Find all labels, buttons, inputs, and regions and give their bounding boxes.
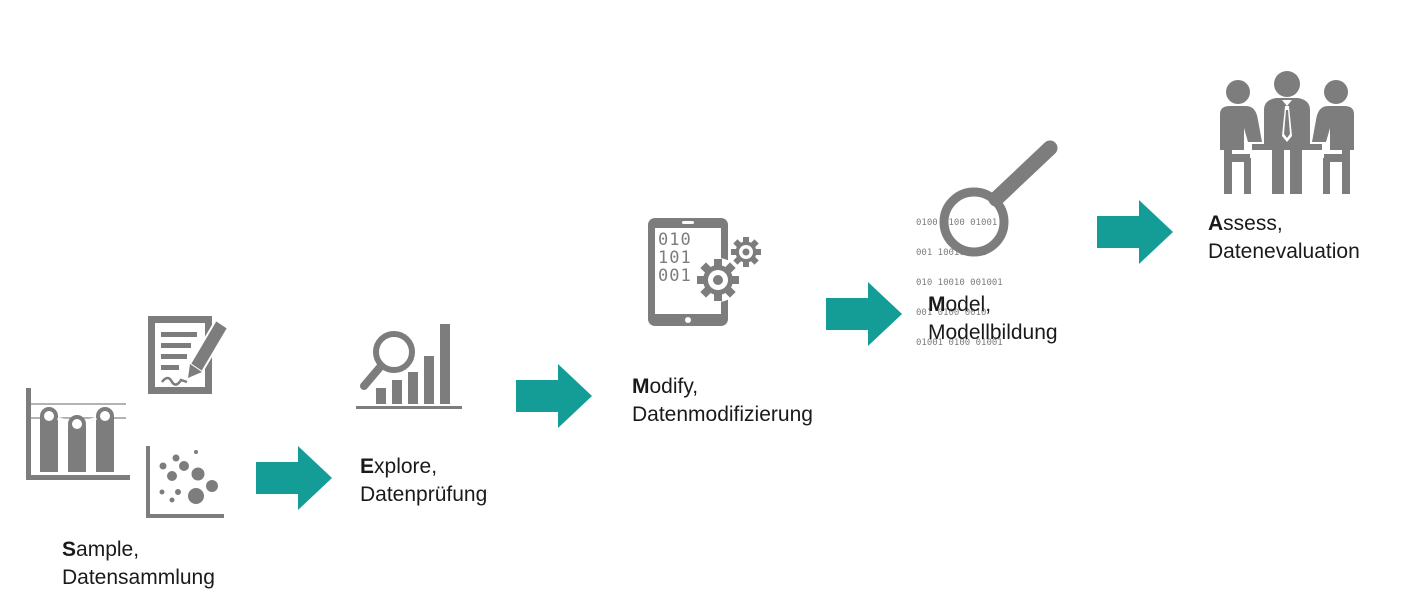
explore-label: Explore, Datenprüfung xyxy=(360,453,487,509)
tablet-digit-row: 001 xyxy=(658,266,692,286)
modify-label: Modify, Datenmodifizierung xyxy=(632,373,813,429)
tablet-binary-gears-icon: 010 101 001 xyxy=(646,216,766,330)
assess-title: Assess, xyxy=(1208,212,1283,235)
explore-subtitle: Datenprüfung xyxy=(360,483,488,506)
assess-subtitle: Datenevaluation xyxy=(1208,240,1360,263)
magnifier-chart-icon xyxy=(356,324,462,409)
model-title: Model, xyxy=(928,293,992,316)
binary-row: 0100 0100 01001 xyxy=(916,218,998,228)
binary-row: 01001 0100 01001 xyxy=(916,338,1003,348)
tablet-digit-row: 010 xyxy=(658,230,692,250)
assess-label: Assess, Datenevaluation xyxy=(1208,210,1360,266)
arrow-model-assess xyxy=(1097,200,1173,264)
meeting-people-icon xyxy=(1220,71,1354,194)
scatter-plot-icon xyxy=(146,446,224,518)
arrow-explore-modify xyxy=(516,364,592,428)
tablet-digits: 010 101 001 xyxy=(658,231,692,285)
document-pen-icon xyxy=(148,316,230,394)
sample-label: Sample, Datensammlung xyxy=(62,536,215,592)
sample-title: Sample, xyxy=(62,538,140,561)
bar-line-chart-icon xyxy=(26,388,130,480)
binary-magnifier-icon: 0100 0100 01001 001 10010 001 010 10010 … xyxy=(912,136,1062,348)
modify-subtitle: Datenmodifizierung xyxy=(632,403,813,426)
model-subtitle: Modellbildung xyxy=(928,321,1058,344)
binary-row: 001 0100 0010 xyxy=(916,308,987,318)
model-label: Model, Modellbildung xyxy=(928,291,1058,347)
arrow-sample-explore xyxy=(256,446,332,510)
tablet-digit-row: 101 xyxy=(658,248,692,268)
arrow-modify-model xyxy=(826,282,902,346)
sample-subtitle: Datensammlung xyxy=(62,566,215,589)
modify-title: Modify, xyxy=(632,375,699,398)
binary-row: 010 10010 001001 xyxy=(916,278,1003,288)
explore-title: Explore, xyxy=(360,455,438,478)
